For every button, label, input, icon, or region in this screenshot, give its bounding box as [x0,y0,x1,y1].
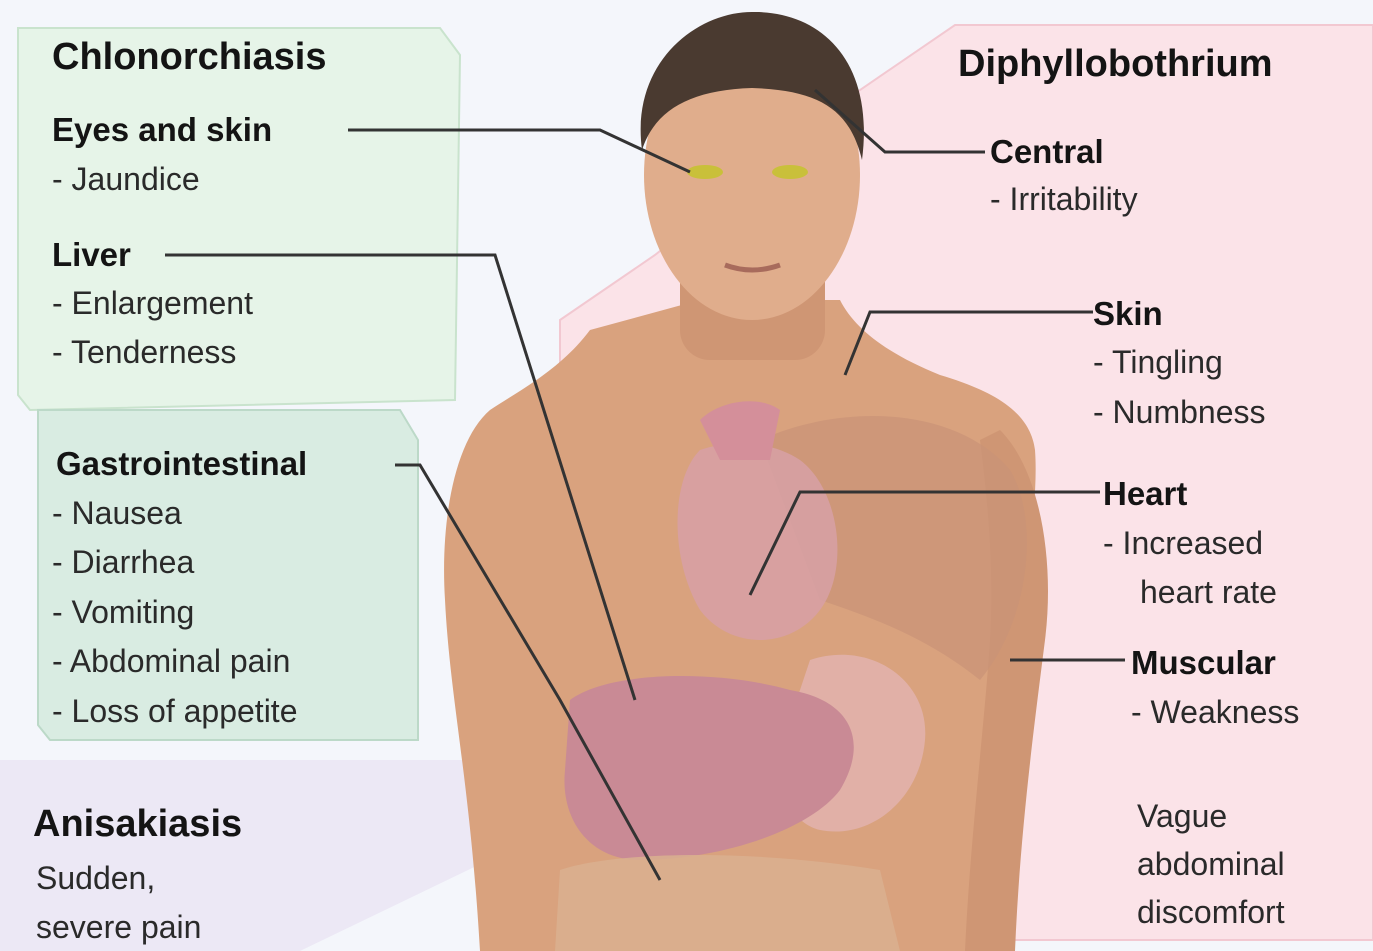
anisakiasis-line-1: Sudden, [36,862,155,894]
heart-label: Heart [1103,477,1187,510]
gastro-item-5: - Loss of appetite [52,695,297,727]
chlonorchiasis-heading: Chlonorchiasis [52,38,327,76]
gastro-item-2: - Diarrhea [52,546,194,578]
heart-item-1: - Increased [1103,527,1263,559]
gastro-item-1: - Nausea [52,497,182,529]
liver-label: Liver [52,238,131,271]
muscular-item: - Weakness [1131,696,1299,728]
gastrointestinal-label: Gastrointestinal [56,447,307,480]
skin-item-1: - Tingling [1093,346,1223,378]
central-label: Central [990,135,1104,168]
gastro-item-3: - Vomiting [52,596,194,628]
anisakiasis-heading: Anisakiasis [33,805,242,843]
liver-item-2: - Tenderness [52,336,236,368]
intestines [555,855,900,951]
skin-label: Skin [1093,297,1163,330]
muscular-label: Muscular [1131,646,1276,679]
diphyllobothrium-heading: Diphyllobothrium [958,45,1273,83]
eyes-skin-label: Eyes and skin [52,113,272,146]
central-item: - Irritability [990,183,1138,215]
vague-line-3: discomfort [1137,896,1285,928]
skin-item-2: - Numbness [1093,396,1266,428]
vague-line-2: abdominal [1137,848,1285,880]
liver-item-1: - Enlargement [52,287,253,319]
eyes-skin-item: - Jaundice [52,163,200,195]
anisakiasis-line-2: severe pain [36,911,201,943]
right-eye [772,165,808,179]
gastro-item-4: - Abdominal pain [52,645,290,677]
left-eye [687,165,723,179]
heart-item-2: heart rate [1140,576,1277,608]
vague-line-1: Vague [1137,800,1227,832]
